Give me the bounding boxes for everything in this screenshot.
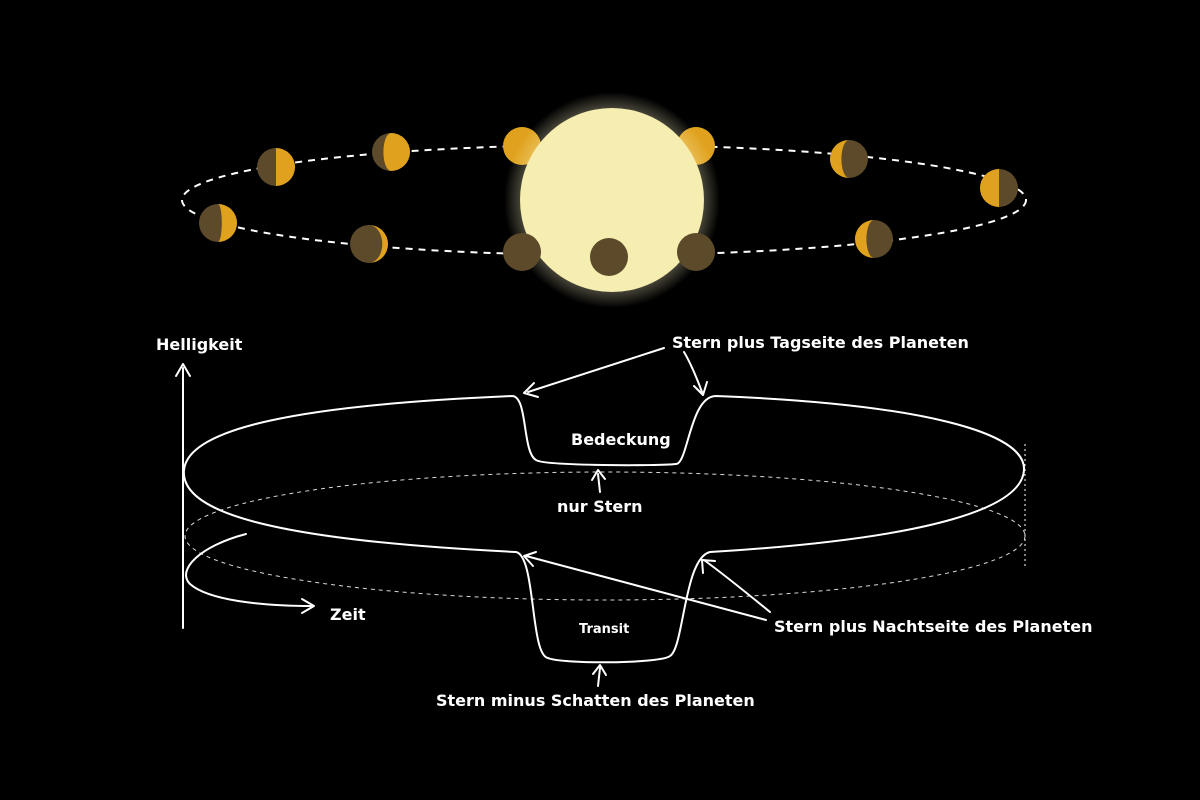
star-only-label: nur Stern (557, 497, 643, 516)
dayside-label: Stern plus Tagseite des Planeten (672, 333, 969, 352)
planet-phase-12 (199, 204, 237, 242)
nightside-arrows (523, 551, 771, 621)
planets-in-front (199, 204, 893, 276)
shadow-arrow (592, 664, 607, 687)
phase-curve (182, 395, 1026, 664)
planet-phase-9 (590, 238, 628, 276)
time-arrow (185, 533, 315, 614)
planet-phase-1 (257, 148, 295, 186)
transit-label: Transit (579, 622, 629, 637)
planet-phase-1-lit-side (276, 148, 295, 186)
planet-phase-6-lit-side (980, 169, 999, 207)
star (504, 92, 720, 308)
time-axis-label: Zeit (330, 605, 366, 624)
planet-phase-11-disk (350, 225, 388, 263)
eclipse-label: Bedeckung (571, 430, 671, 449)
planet-phase-8-disk (677, 233, 715, 271)
shadow-label: Stern minus Schatten des Planeten (436, 691, 755, 710)
star-disk (520, 108, 704, 292)
planet-phase-5 (830, 140, 868, 178)
dayside-arrows (523, 347, 708, 398)
planet-phase-7-lit-side (855, 220, 874, 258)
star-only-arrow (591, 469, 606, 493)
brightness-axis (175, 363, 191, 629)
planet-phase-8 (677, 233, 715, 271)
planet-phase-10-disk (503, 233, 541, 271)
nightside-label: Stern plus Nachtseite des Planeten (774, 617, 1092, 636)
planet-phase-9-disk (590, 238, 628, 276)
planet-phase-7 (855, 220, 893, 258)
planet-phase-5-lit-side (830, 140, 849, 178)
brightness-axis-label: Helligkeit (156, 335, 243, 354)
planet-phase-2 (372, 133, 410, 171)
planet-phase-11-lit-side (369, 225, 388, 263)
planet-phase-6 (980, 169, 1018, 207)
planet-phase-2-lit-side (383, 133, 410, 171)
planet-phase-10 (503, 233, 541, 271)
planet-phase-11 (350, 225, 388, 263)
planet-phase-12-lit-side (218, 204, 237, 242)
